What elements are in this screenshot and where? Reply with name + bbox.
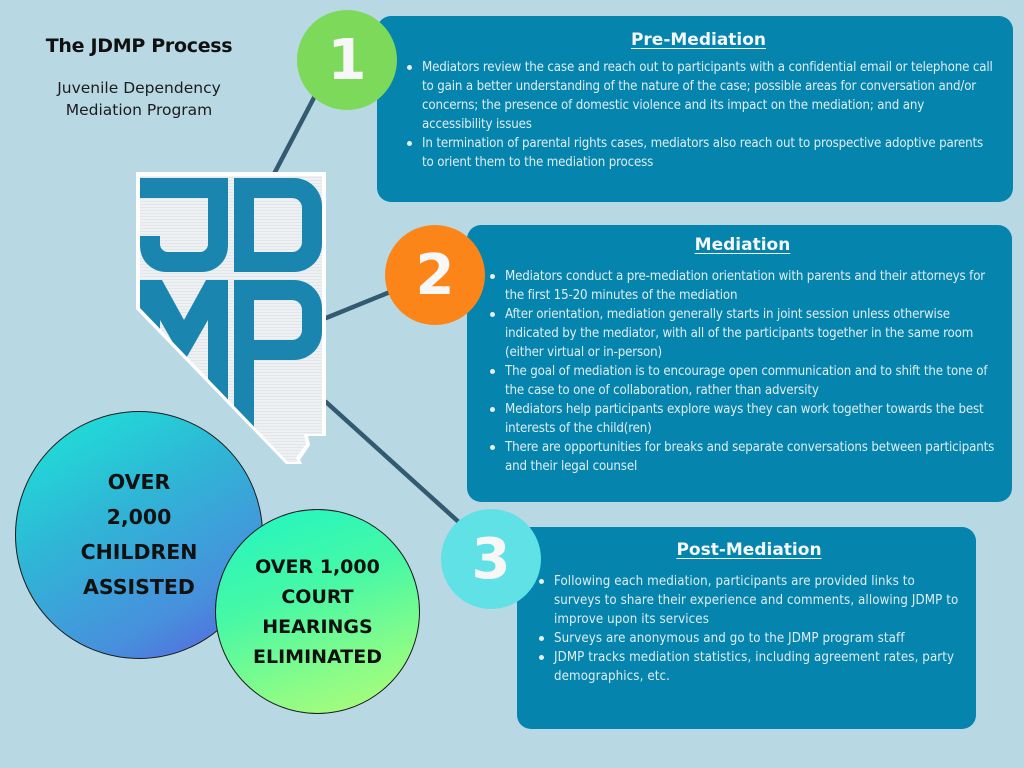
stat-line: CHILDREN bbox=[80, 540, 198, 564]
step-number-2-badge: 2 bbox=[385, 225, 485, 325]
bullet-item: The goal of mediation is to encourage op… bbox=[487, 362, 998, 400]
logo-letter-j bbox=[140, 178, 228, 272]
step-card-pre-mediation: Pre-Mediation Mediators review the case … bbox=[377, 16, 1013, 202]
step-bullets-mediation: Mediators conduct a pre-mediation orient… bbox=[487, 267, 998, 476]
page-title: The JDMP Process bbox=[45, 35, 233, 57]
step-heading-post-mediation: Post-Mediation bbox=[676, 540, 822, 560]
stat-hearings-eliminated: OVER 1,000 COURT HEARINGS ELIMINATED bbox=[215, 509, 420, 714]
bullet-item: Mediators review the case and reach out … bbox=[404, 58, 993, 134]
step-bullets-pre-mediation: Mediators review the case and reach out … bbox=[404, 58, 993, 172]
connector-line-2 bbox=[323, 289, 393, 321]
step-heading-mediation: Mediation bbox=[694, 235, 791, 255]
bullet-item: Mediators conduct a pre-mediation orient… bbox=[487, 267, 998, 305]
step-number-3-badge: 3 bbox=[441, 509, 541, 609]
bullet-item: Following each mediation, participants a… bbox=[536, 572, 962, 629]
bullet-item: JDMP tracks mediation statistics, includ… bbox=[536, 648, 962, 686]
stat-line: 2,000 bbox=[106, 505, 172, 529]
step-number-1-badge: 1 bbox=[297, 10, 397, 110]
bullet-item: There are opportunities for breaks and s… bbox=[487, 438, 998, 476]
bullet-item: In termination of parental rights cases,… bbox=[404, 134, 993, 172]
connector-line-3 bbox=[323, 399, 465, 528]
stat-line: HEARINGS bbox=[262, 615, 373, 638]
page-subtitle: Juvenile Dependency Mediation Program bbox=[0, 77, 278, 121]
subtitle-line-1: Juvenile Dependency bbox=[57, 79, 221, 97]
stat-line: OVER bbox=[107, 470, 171, 494]
step-card-mediation: Mediation Mediators conduct a pre-mediat… bbox=[467, 225, 1012, 502]
logo-letter-p bbox=[234, 280, 322, 428]
stat-line: ASSISTED bbox=[83, 575, 195, 599]
stat-line: COURT bbox=[281, 585, 354, 608]
step-bullets-post-mediation: Following each mediation, participants a… bbox=[536, 572, 962, 686]
connector-line-1 bbox=[271, 87, 321, 177]
subtitle-line-2: Mediation Program bbox=[65, 101, 213, 119]
bullet-item: Mediators help participants explore ways… bbox=[487, 400, 998, 438]
logo-letter-m bbox=[140, 280, 228, 412]
bullet-item: After orientation, mediation generally s… bbox=[487, 305, 998, 362]
stat-line: ELIMINATED bbox=[253, 645, 382, 668]
bullet-item: Surveys are anonymous and go to the JDMP… bbox=[536, 629, 962, 648]
logo-letter-d bbox=[234, 178, 322, 272]
step-card-post-mediation: Post-Mediation Following each mediation,… bbox=[517, 527, 976, 729]
stat-line: OVER 1,000 bbox=[255, 555, 380, 578]
step-heading-pre-mediation: Pre-Mediation bbox=[630, 30, 767, 50]
